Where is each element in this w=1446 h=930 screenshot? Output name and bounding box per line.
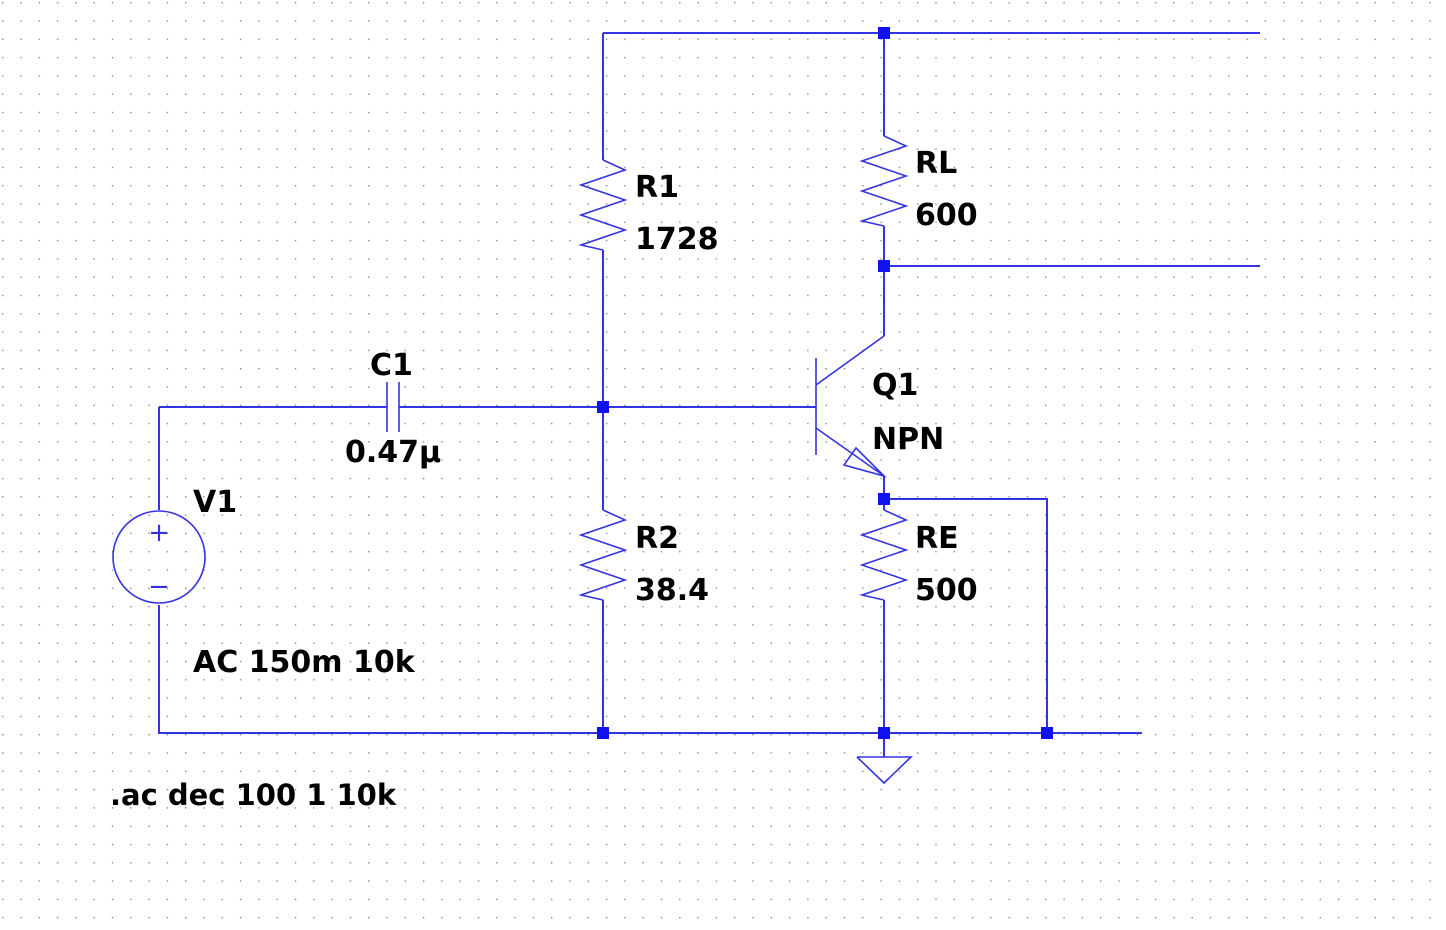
spice-directive[interactable]: .ac dec 100 1 10k	[110, 778, 397, 812]
junction-dot	[878, 727, 890, 739]
resistor-rl[interactable]	[859, 135, 909, 227]
capacitor-c1[interactable]	[386, 382, 400, 432]
junction-dot	[1041, 727, 1053, 739]
r2-name-label: R2	[635, 521, 679, 556]
wire-ground-rail[interactable]	[158, 605, 1142, 734]
r2-value-label: 38.4	[635, 573, 709, 608]
resistor-r2[interactable]	[578, 509, 628, 601]
re-name-label: RE	[915, 521, 959, 556]
re-value-label: 500	[915, 573, 978, 608]
junction-dot	[597, 401, 609, 413]
junctions	[597, 27, 1053, 739]
resistor-re[interactable]	[859, 509, 909, 601]
q1-name-label: Q1	[872, 368, 918, 403]
q1-model-label: NPN	[872, 422, 944, 457]
voltage-source-v1[interactable]	[112, 510, 206, 604]
r1-name-label: R1	[635, 170, 679, 205]
junction-dot	[878, 493, 890, 505]
ground-icon[interactable]	[856, 756, 913, 785]
minus-sign-icon: −	[148, 572, 170, 602]
wire-re-bypass[interactable]	[884, 498, 1048, 733]
v1-name-label: V1	[193, 485, 237, 520]
junction-dot	[878, 260, 890, 272]
resistor-r1[interactable]	[578, 159, 628, 251]
wires	[158, 32, 1260, 757]
rl-value-label: 600	[915, 198, 978, 233]
transistor-q1[interactable]	[815, 335, 887, 478]
v1-value-label: AC 150m 10k	[193, 645, 416, 680]
c1-value-label: 0.47μ	[345, 435, 441, 470]
emitter-arrow-icon	[842, 446, 887, 478]
junction-dot	[597, 727, 609, 739]
junction-dot	[878, 27, 890, 39]
rl-name-label: RL	[915, 146, 957, 181]
c1-name-label: C1	[370, 348, 413, 383]
plus-sign-icon: +	[148, 518, 170, 548]
r1-value-label: 1728	[635, 222, 719, 257]
